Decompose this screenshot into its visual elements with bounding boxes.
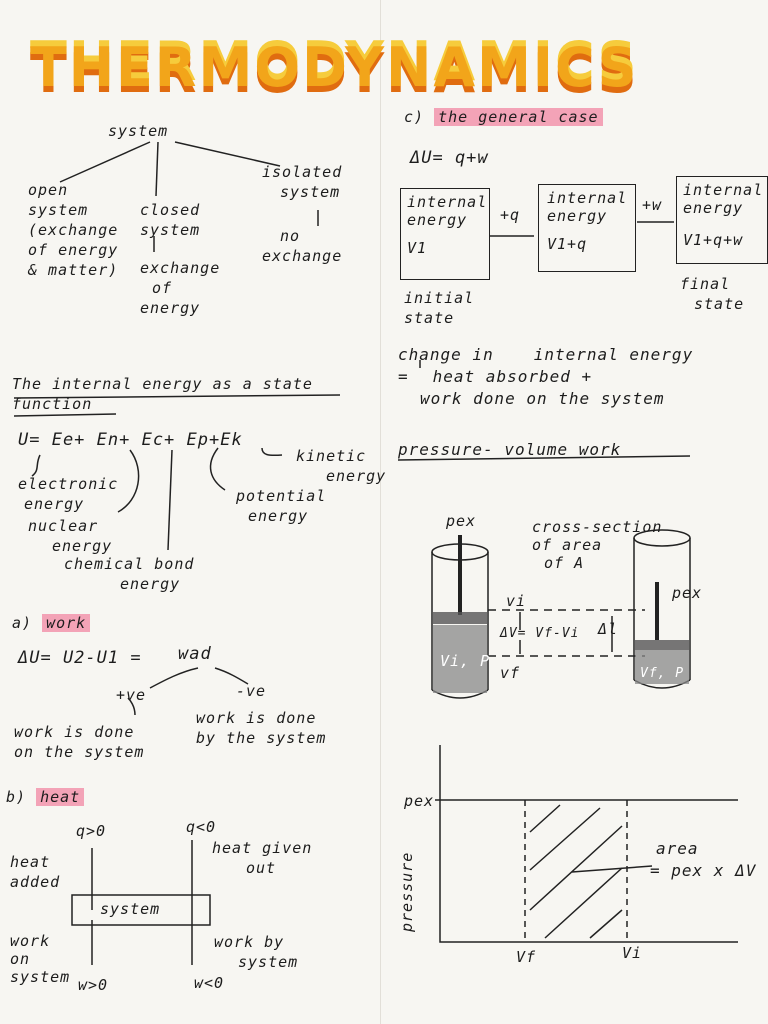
work-positive: +ve: [116, 686, 147, 704]
work-heading: a) work: [12, 614, 91, 632]
pv-work-heading: pressure- volume work: [398, 440, 622, 459]
work-negative: -ve: [236, 682, 267, 700]
pv-vf-label: vf: [500, 664, 521, 682]
pv-pex-label-right: pex: [672, 584, 703, 602]
cylinder-initial-label: Vi, P: [440, 652, 491, 670]
chemical-bond-energy: chemical bond energy: [64, 555, 195, 593]
nuclear-energy: nuclear energy: [28, 517, 113, 555]
work-on-system: work on system: [10, 932, 71, 986]
pv-pex-label-left: pex: [446, 512, 477, 530]
arrow-plus-q-label: +q: [500, 206, 521, 224]
graph-pex-label: pex: [404, 792, 435, 810]
work-wad: wad: [178, 644, 212, 664]
state-box-final: internal energy V1+q+w: [676, 176, 768, 264]
page-divider: [380, 0, 381, 1024]
heat-w-negative: w<0: [194, 974, 225, 992]
potential-energy: potential energy: [236, 487, 327, 525]
work-positive-desc: work is done on the system: [14, 723, 145, 761]
arrow-plus-w-label: +w: [642, 196, 663, 214]
initial-state-label: initial state: [404, 289, 475, 327]
state-box-initial: internal energy V1: [400, 188, 490, 280]
general-case-heading: c) the general case: [404, 108, 603, 126]
heat-q-positive: q>0: [76, 822, 107, 840]
pv-delta-l: Δl: [598, 620, 619, 638]
heat-heading: b) heat: [6, 788, 85, 806]
cylinder-final-label: Vf, P: [640, 666, 685, 681]
heat-system-box-label: system: [100, 900, 161, 918]
internal-energy-heading: The internal energy as a state function: [12, 375, 313, 413]
work-equation: ΔU= U2-U1 =: [18, 648, 142, 668]
page-title: THERMODYNAMICS: [30, 36, 639, 99]
heat-q-negative: q<0: [186, 818, 217, 836]
isolated-system: isolated system no exchange: [262, 163, 343, 265]
system-root: system: [108, 122, 169, 140]
kinetic-energy: kinetic energy: [296, 447, 387, 485]
graph-vf-label: Vf: [516, 948, 537, 966]
open-system: open system (exchange of energy & matter…: [28, 181, 119, 279]
cross-section-label: cross-section of area of A: [532, 518, 663, 572]
heat-added: heat added: [10, 853, 61, 891]
general-case-equation: ΔU= q+w: [410, 148, 489, 168]
final-state-label: final state: [680, 275, 745, 313]
pv-delta-v: ΔV= Vf-Vi: [500, 626, 580, 641]
electronic-energy: electronic energy: [18, 475, 119, 513]
graph-y-label: pressure: [398, 851, 416, 932]
work-negative-desc: work is done by the system: [196, 709, 327, 747]
state-box-middle: internal energy V1+q: [538, 184, 636, 272]
heat-given-out: heat given out: [212, 839, 313, 877]
internal-energy-equation: U= Ee+ En+ Ec+ Ep+Ek: [18, 430, 243, 450]
work-by-system: work by system: [214, 933, 299, 971]
heat-w-positive: w>0: [78, 976, 109, 994]
graph-area-label: area = pex x ΔV: [650, 839, 757, 880]
closed-system: closed system exchange of energy: [140, 201, 221, 317]
graph-vi-label: Vi: [622, 944, 643, 962]
pv-vi-label: vi: [506, 592, 527, 610]
